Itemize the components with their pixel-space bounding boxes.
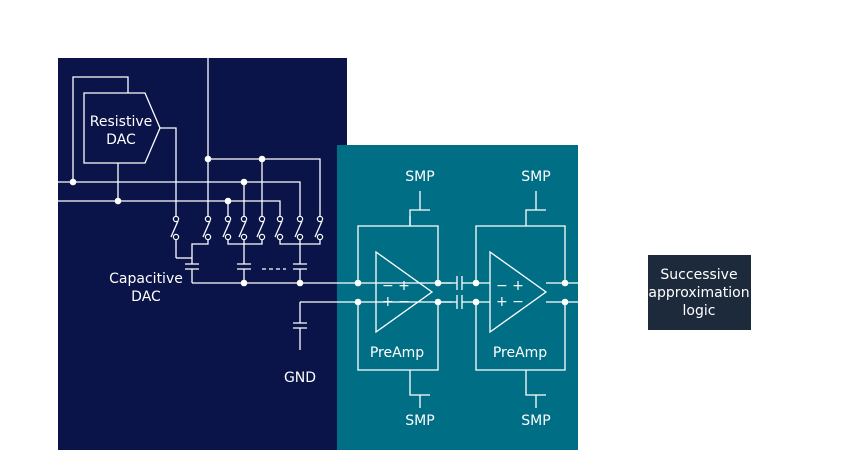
- resistive-dac-wiring: [58, 58, 321, 216]
- preamp-2: − + + − SMP SMP PreAmp: [472, 169, 578, 429]
- switch-7: [294, 215, 304, 258]
- preamp-2-label: PreAmp: [493, 345, 547, 361]
- preamp-2-smp-top: SMP: [521, 169, 550, 185]
- resistive-dac-shape: [83, 92, 161, 164]
- preamp-1-smp-bottom: SMP: [405, 413, 434, 429]
- switch-8: [300, 215, 324, 245]
- switch-6: [274, 215, 300, 245]
- switch-1: [170, 215, 180, 258]
- capacitive-dac-label-1: Capacitive: [109, 271, 183, 287]
- preamp-1-signs-top: − +: [382, 278, 410, 294]
- switch-5: [244, 215, 266, 245]
- capacitive-dac-caps: Capacitive DAC: [109, 257, 452, 305]
- preamp-1-triangle: [375, 250, 434, 334]
- capacitive-dac-label-2: DAC: [131, 289, 161, 305]
- preamp-1-smp-top: SMP: [405, 169, 434, 185]
- preamp-2-triangle: [489, 250, 548, 334]
- gnd-label: GND: [284, 370, 316, 386]
- switch-2: [191, 215, 212, 258]
- preamp-2-smp-bottom: SMP: [521, 413, 550, 429]
- logic-block: Successive approximation logic: [648, 267, 749, 319]
- logic-box: [648, 255, 751, 330]
- switch-4: [238, 215, 248, 258]
- resistive-dac-label-2: DAC: [106, 132, 136, 148]
- logic-label-1: Successive: [660, 267, 737, 283]
- preamp-1: − + + − SMP SMP PreAmp: [354, 169, 442, 429]
- logic-label-3: logic: [683, 303, 716, 319]
- switch-array: [170, 215, 324, 258]
- dac-panel: [58, 58, 347, 450]
- switch-3: [222, 215, 244, 245]
- coupling-caps: [438, 276, 490, 309]
- resistive-dac-label-1: Resistive: [90, 114, 152, 130]
- preamp-2-signs-top: − +: [496, 278, 524, 294]
- resistive-dac: Resistive DAC: [83, 92, 161, 164]
- preamp-1-label: PreAmp: [370, 345, 424, 361]
- logic-label-2: approximation: [648, 285, 749, 301]
- preamp-2-signs-bottom: + −: [496, 294, 524, 310]
- preamp-1-signs-bottom: + −: [382, 294, 410, 310]
